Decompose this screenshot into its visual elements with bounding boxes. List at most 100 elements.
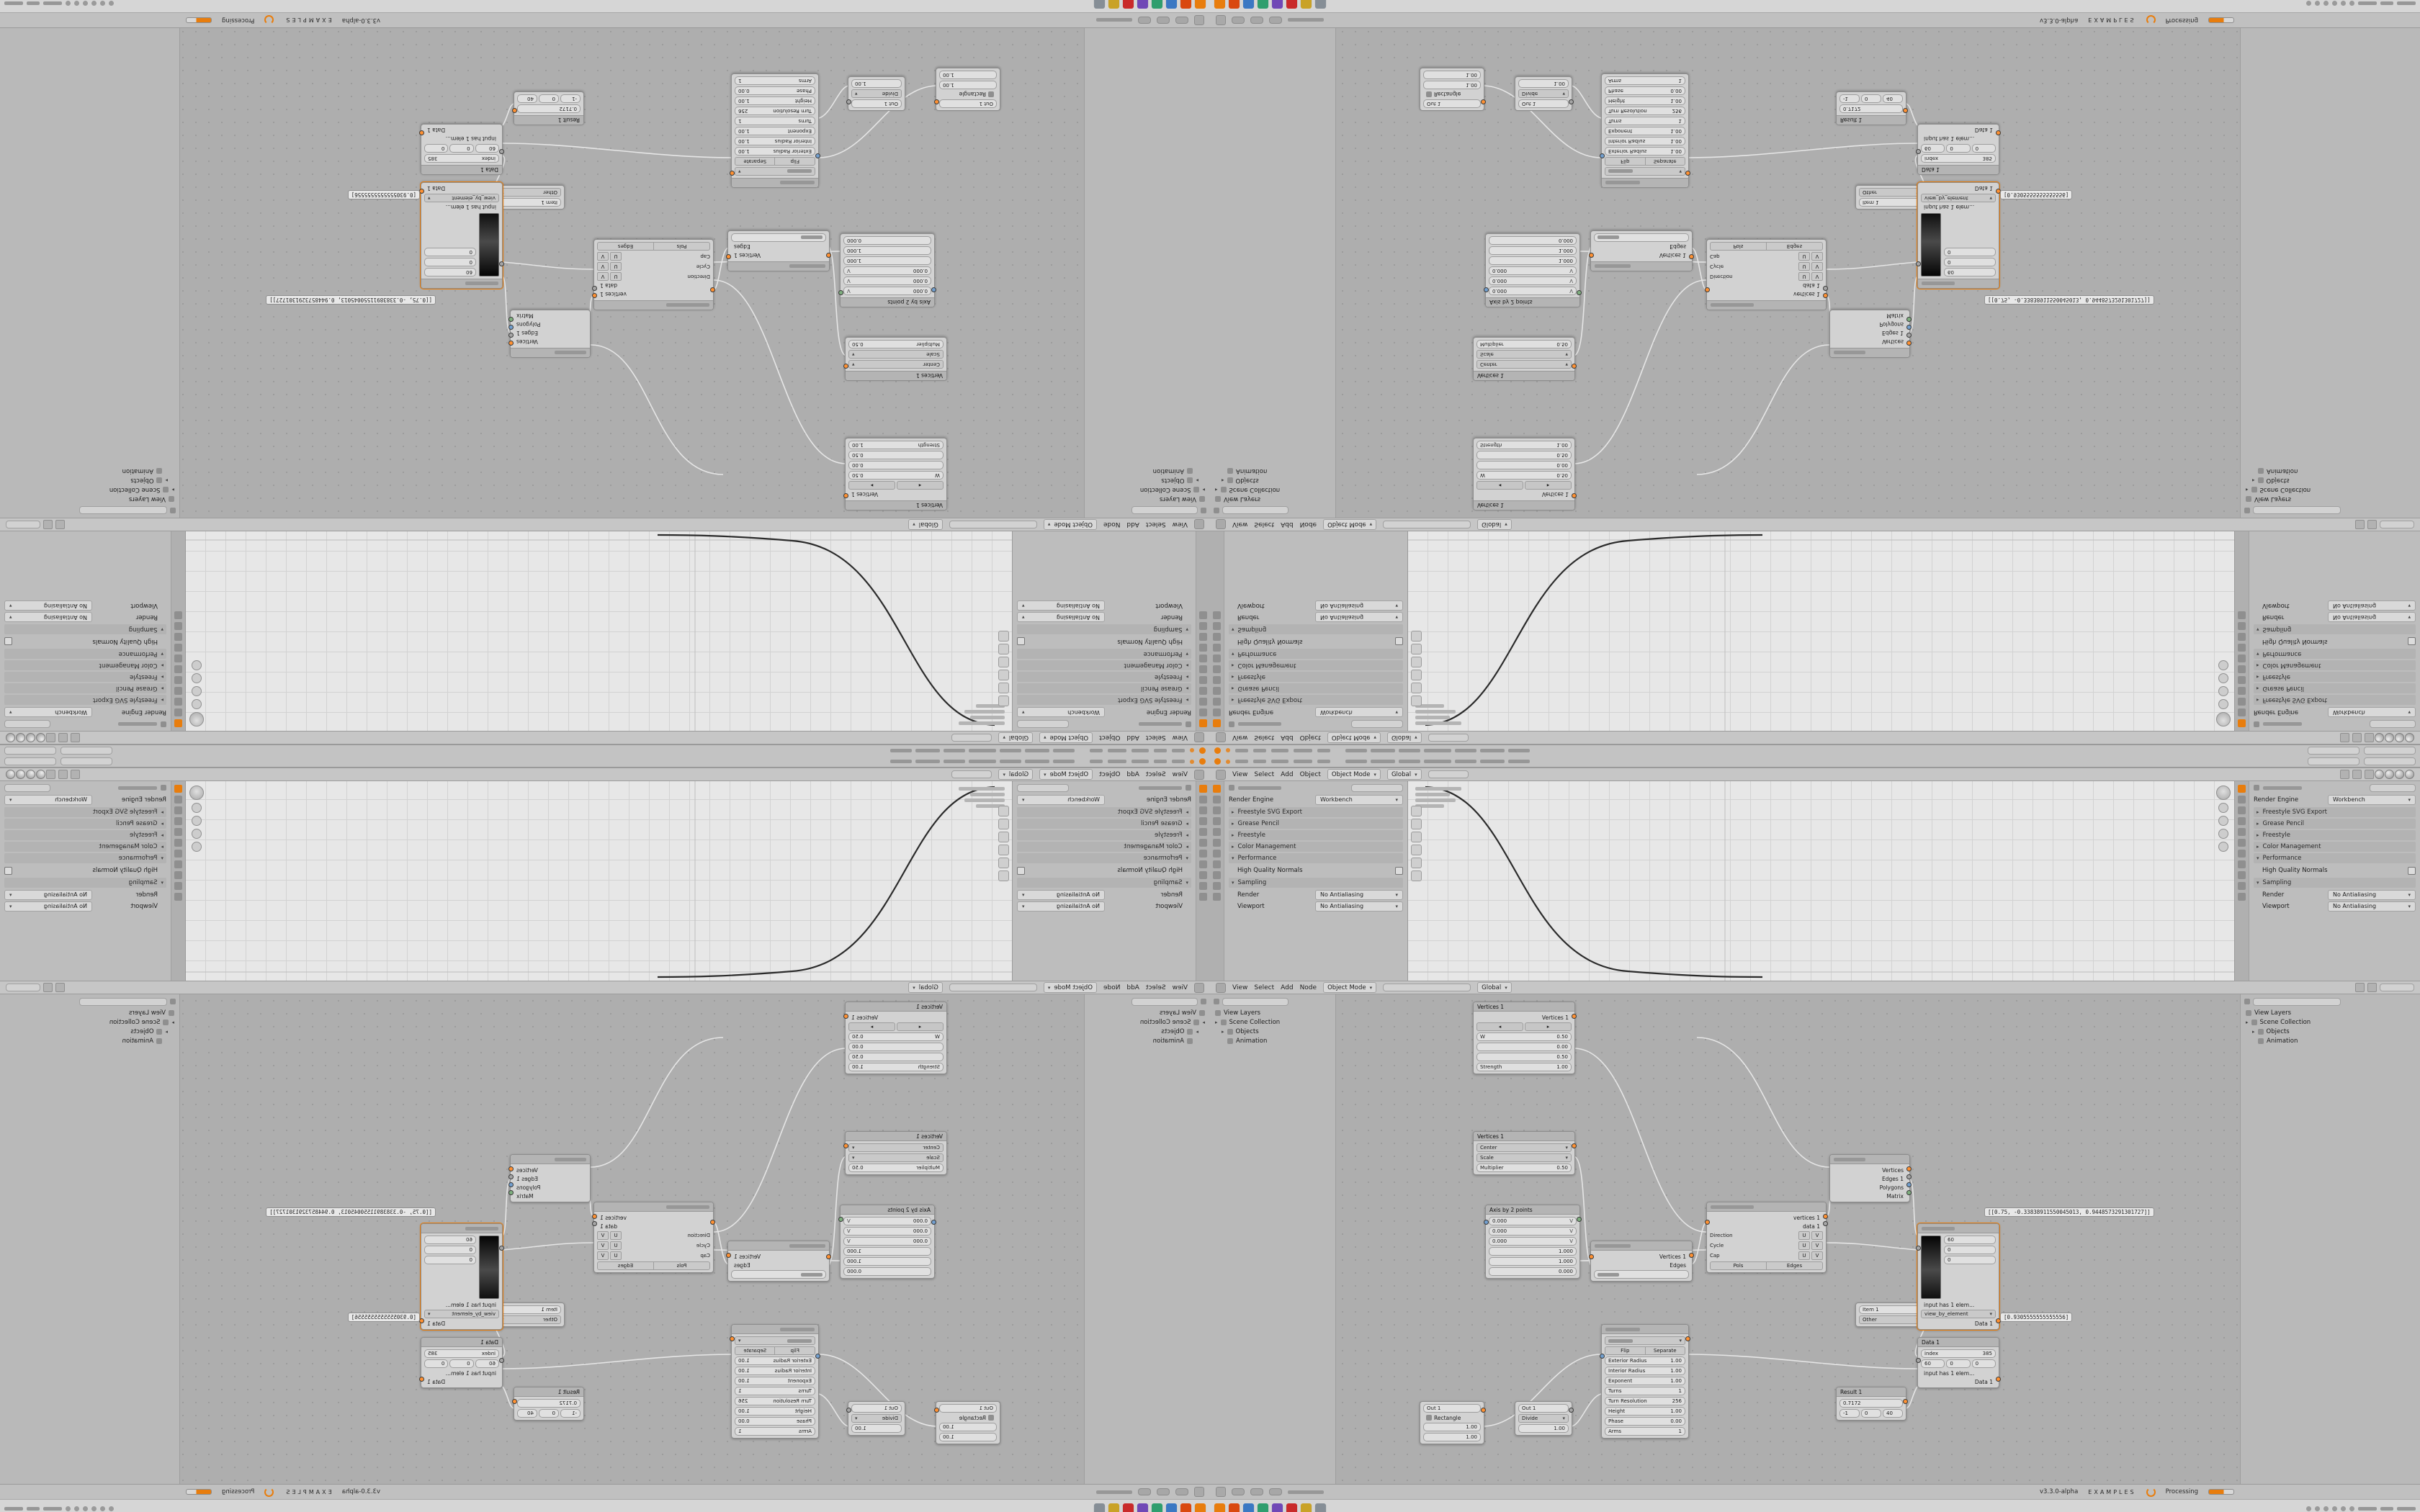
properties-tab-data[interactable] — [1199, 882, 1207, 890]
taskbar-app-icon[interactable] — [1094, 1503, 1105, 1512]
cap-v-button[interactable]: V — [597, 1251, 609, 1260]
overlay-toggle-icon[interactable] — [2340, 733, 2349, 742]
viewport-menu-select[interactable]: Select — [1145, 770, 1166, 778]
properties-tab-view-layer[interactable] — [174, 806, 182, 814]
properties-tab-render[interactable] — [174, 785, 182, 793]
number-field[interactable]: 1.000 — [843, 256, 931, 265]
output-socket[interactable] — [1577, 290, 1582, 295]
properties-tab-object[interactable] — [1213, 839, 1221, 847]
outliner-search[interactable] — [1211, 505, 1334, 516]
properties-tab-world[interactable] — [2238, 676, 2246, 684]
section-performance[interactable]: ▾Performance — [1017, 853, 1191, 863]
search-input[interactable] — [1222, 506, 1289, 515]
node-viewer[interactable]: 60 0 0 input has 1 elem... view_by_eleme… — [1916, 181, 2001, 289]
render-engine-select[interactable]: Workbench▾ — [1315, 795, 1403, 805]
operation-select[interactable]: Divide▾ — [851, 89, 902, 98]
properties-tab-material[interactable] — [1213, 611, 1221, 619]
output-socket[interactable] — [1906, 1182, 1912, 1187]
section-freestyle[interactable]: ▸Freestyle — [1017, 830, 1191, 840]
grid-toggle-icon[interactable] — [2218, 842, 2228, 852]
snap-toggle-icon[interactable] — [2355, 520, 2365, 529]
node-menu-node[interactable]: Node — [1103, 984, 1121, 991]
output-socket[interactable] — [508, 1190, 514, 1195]
count-field[interactable]: 0 — [1944, 248, 1996, 256]
render-engine-select[interactable]: Workbench▾ — [1315, 707, 1403, 717]
output-socket[interactable] — [1572, 1143, 1577, 1148]
output-socket[interactable] — [419, 1318, 424, 1323]
shading-rendered-icon[interactable] — [6, 770, 15, 779]
properties-tab-output[interactable] — [1199, 708, 1207, 716]
properties-tab-render[interactable] — [1213, 785, 1221, 793]
input-socket[interactable] — [1600, 153, 1605, 158]
node-item[interactable]: Item 1 Other▾ — [493, 185, 565, 210]
cycle-v-button[interactable]: V — [597, 1241, 609, 1250]
section-performance[interactable]: ▾Performance — [1229, 649, 1403, 659]
properties-tab-output[interactable] — [1199, 796, 1207, 804]
x-field[interactable]: 1.00 — [939, 1423, 997, 1431]
output-socket[interactable] — [1906, 333, 1912, 338]
outliner-item-view-layers[interactable]: View Layers — [2242, 1008, 2419, 1017]
taskbar-app-icon[interactable] — [1123, 1503, 1134, 1512]
out-field[interactable]: Out 1 — [1423, 1404, 1481, 1413]
properties-tab-render[interactable] — [2238, 785, 2246, 793]
outliner-item-view-layers[interactable]: View Layers — [1086, 1008, 1209, 1017]
properties-tab-world[interactable] — [1213, 828, 1221, 836]
properties-tab-scene[interactable] — [1199, 817, 1207, 825]
overlay-toggle-icon[interactable] — [71, 733, 80, 742]
menu-placeholder[interactable] — [1154, 760, 1167, 763]
properties-tab-modifiers[interactable] — [2238, 850, 2246, 858]
properties-tab-scene[interactable] — [1213, 817, 1221, 825]
rotate-icon[interactable] — [998, 845, 1009, 855]
filter-icon[interactable] — [1201, 999, 1206, 1004]
output-socket[interactable] — [838, 1217, 843, 1222]
taskbar-app-icon[interactable] — [1094, 0, 1105, 9]
output-socket[interactable] — [508, 1174, 514, 1179]
output-socket[interactable] — [1906, 1174, 1912, 1179]
sampling-viewport-select[interactable]: No Antialiasing▾ — [1315, 600, 1403, 611]
editor-type-icon[interactable] — [1216, 15, 1226, 25]
filter-icon[interactable] — [1201, 508, 1206, 513]
node-tree-selector[interactable] — [1383, 984, 1471, 991]
node-item[interactable]: Item 1 Other▾ — [1855, 1302, 1927, 1327]
outliner-item-animation[interactable]: Animation — [1086, 467, 1209, 476]
properties-tab-view-layer[interactable] — [1213, 698, 1221, 706]
blender-logo-icon[interactable] — [1214, 758, 1221, 765]
pan-icon[interactable] — [2218, 686, 2228, 696]
output-socket[interactable] — [846, 1408, 851, 1413]
output-socket[interactable] — [508, 341, 514, 346]
node-list[interactable]: Vertices Edges 1 Polygons Matrix — [1829, 310, 1912, 358]
out-field[interactable]: Out 1 — [1518, 99, 1569, 108]
input-socket[interactable] — [1484, 287, 1489, 292]
viewport-menu-object[interactable]: Object — [1299, 734, 1321, 742]
properties-tab-object[interactable] — [1213, 665, 1221, 673]
properties-tab-material[interactable] — [1199, 611, 1207, 619]
outliner-item-objects[interactable]: ▸Objects — [2252, 1027, 2290, 1035]
sampling-render-select[interactable]: No Antialiasing▾ — [2328, 612, 2416, 622]
menu-placeholder[interactable] — [1235, 749, 1248, 752]
viewport-menu-object[interactable]: Object — [1099, 734, 1121, 742]
node-menu-select[interactable]: Select — [1254, 984, 1275, 991]
outliner-item-objects[interactable]: ▸Objects — [130, 477, 168, 485]
header-widget-placeholder[interactable] — [2380, 984, 2414, 991]
output-socket[interactable] — [1906, 1190, 1912, 1195]
node-divide[interactable]: Out 1 Divide▾ 1.00 — [1515, 76, 1574, 111]
section-color-management[interactable]: ▸Color Management — [4, 842, 166, 852]
count-field[interactable]: 0 — [424, 1359, 449, 1368]
snap-controls[interactable] — [951, 734, 992, 742]
viewport-menu-view[interactable]: View — [1232, 770, 1248, 778]
output-socket[interactable] — [1481, 99, 1486, 104]
section-sampling[interactable]: ▾Sampling — [2254, 878, 2416, 888]
node-tree-selector[interactable] — [949, 521, 1037, 528]
node-menu-node[interactable]: Node — [1103, 521, 1121, 528]
viewport-3d[interactable] — [1408, 531, 2234, 731]
viewport-menu-add[interactable]: Add — [1126, 734, 1139, 742]
high-quality-normals-checkbox[interactable] — [1017, 637, 1025, 646]
output-socket[interactable] — [1823, 1214, 1828, 1219]
cycle-u-button[interactable]: U — [1798, 1241, 1810, 1250]
